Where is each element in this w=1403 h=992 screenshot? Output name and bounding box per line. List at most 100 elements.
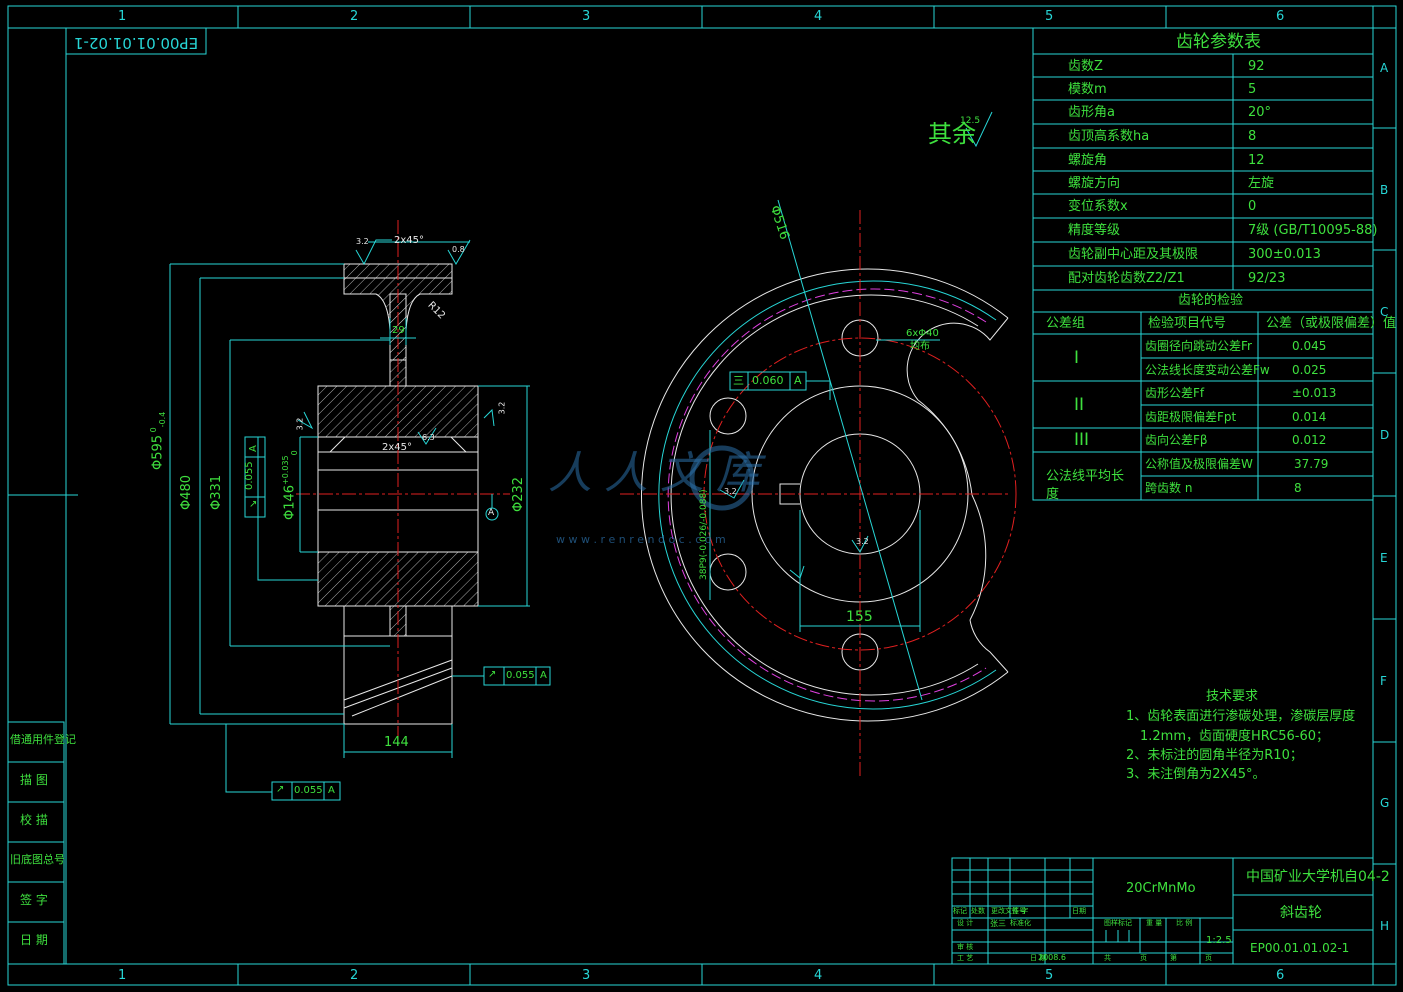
title-part-name: 斜齿轮 (1280, 905, 1322, 921)
gear-param-value: 0 (1248, 199, 1257, 214)
gear-param-value: 12 (1248, 153, 1265, 168)
col-label-bottom-2: 2 (350, 968, 359, 983)
tol-frame-2-symbol: ↗ (276, 784, 285, 795)
left-strip-table (7, 721, 65, 965)
gear-param-value: 7级 (GB/T10095-88) (1248, 223, 1378, 238)
roughness-3-2-b: 3.2 (295, 417, 305, 431)
title-block-label: 签 字 (1012, 907, 1029, 915)
row-label-b: B (1380, 183, 1389, 197)
dim-d480: Φ480 (179, 474, 194, 510)
holes-spec: 6xΦ40 (906, 328, 939, 339)
title-scale: 1:2.5 (1206, 935, 1232, 946)
title-block-label: 审 核 (957, 943, 974, 951)
row-label-e: E (1380, 551, 1388, 565)
inspection-value: 37.79 (1294, 457, 1329, 471)
col-label-bottom-5: 5 (1045, 968, 1054, 983)
left-strip-2: 描 图 (20, 773, 48, 787)
roughness-0-8: 0.8 (452, 245, 465, 254)
dim-d232: Φ232 (511, 476, 526, 512)
watermark-text: 人人文库 (548, 448, 772, 499)
left-strip-3: 校 描 (20, 813, 48, 827)
inspection-value: 0.045 (1292, 339, 1327, 353)
gear-param-title: 齿轮参数表 (1176, 32, 1261, 52)
tol-frame-3-symbol: ↗ (488, 669, 497, 680)
title-block-label: 处数 (971, 907, 985, 915)
title-block-label: 标准化 (1010, 919, 1031, 927)
title-block-label: 比 例 (1176, 919, 1193, 927)
tech-req-line-4: 3、未注倒角为2X45°。 (1126, 767, 1266, 782)
roughness-note-value: 12.5 (960, 116, 981, 126)
tech-req-line-2: 1.2mm，齿面硬度HRC56-60； (1140, 729, 1330, 744)
col-label-top-6: 6 (1276, 9, 1285, 24)
inspection-item: 齿形公差Ff (1145, 386, 1205, 400)
inspection-item: 齿距极限偏差Fpt (1145, 410, 1237, 424)
gear-param-name: 齿顶高系数ha (1068, 129, 1150, 144)
title-designer: 张三 (990, 919, 1006, 928)
datum-label-a: A (488, 508, 495, 518)
inspection-title: 齿轮的检验 (1178, 293, 1244, 308)
title-block-label: 页 (1140, 954, 1147, 962)
title-block-label: 重 量 (1146, 919, 1163, 927)
inspection-item: 公法线长度变动公差Fw (1145, 363, 1270, 377)
row-label-f: F (1380, 674, 1387, 688)
gear-param-name: 螺旋方向 (1068, 176, 1121, 191)
tech-req-title: 技术要求 (1206, 689, 1259, 704)
gear-param-name: 螺旋角 (1068, 153, 1108, 168)
title-block-label: 共 (1104, 954, 1111, 962)
front-view (169, 220, 551, 801)
gear-param-table-grid (1032, 27, 1374, 501)
roughness-3-2-c: 3.2 (497, 401, 507, 415)
row-label-a: A (1380, 61, 1389, 75)
title-block-label: 工 艺 (957, 954, 974, 962)
dim-w144: 144 (384, 735, 409, 750)
gear-param-name: 变位系数x (1068, 199, 1128, 214)
gear-param-value: 92/23 (1248, 271, 1286, 286)
side-roughness-2: 3.2 (856, 537, 869, 546)
left-strip-1: 借通用件登记 (10, 733, 76, 746)
left-strip-6: 日 期 (20, 933, 48, 947)
col-label-top-2: 2 (350, 9, 359, 24)
dim-w155: 155 (846, 609, 873, 625)
sym-tol-symbol: 三 (733, 374, 744, 387)
inspection-group-name: III (1074, 430, 1090, 450)
col-label-bottom-3: 3 (582, 968, 591, 983)
inspection-value: 8 (1294, 481, 1302, 495)
inspection-value: 0.025 (1292, 363, 1327, 377)
title-block-label: 图样标记 (1104, 919, 1132, 927)
inspection-item: 跨齿数 n (1145, 481, 1193, 495)
inspection-item: 齿向公差Fβ (1145, 433, 1208, 447)
col-label-top-1: 1 (118, 9, 127, 24)
tol-frame-3-value: 0.055 (506, 670, 535, 681)
side-roughness-1: 3.2 (724, 487, 737, 496)
gear-param-name: 齿轮副中心距及其极限 (1068, 247, 1199, 262)
title-block-label: 设 计 (957, 919, 974, 927)
title-school: 中国矿业大学机自04-2 (1246, 869, 1390, 885)
tol-frame-1-datum: A (248, 445, 259, 452)
inspection-value: 0.014 (1292, 410, 1327, 424)
gear-param-name: 模数m (1068, 82, 1107, 97)
inspection-group-name: II (1074, 395, 1085, 415)
dim-chamfer-hub: 2x45° (382, 442, 413, 453)
dim-chamfer-top: 2x45° (394, 235, 425, 246)
inspection-header-value: 公差（或极限偏差）值 (1266, 316, 1397, 331)
roughness-note-label: 其余 (928, 120, 976, 148)
left-strip-4: 旧底图总号 (10, 853, 65, 866)
dim-w29: 29 (392, 325, 405, 336)
gear-param-value: 左旋 (1248, 176, 1275, 191)
col-label-bottom-1: 1 (118, 968, 127, 983)
inspection-item: 齿圈径向跳动公差Fr (1145, 339, 1252, 353)
inspection-value: ±0.013 (1292, 386, 1337, 400)
col-label-top-5: 5 (1045, 9, 1054, 24)
sym-tol-value: 0.060 (752, 374, 784, 387)
inspection-value: 0.012 (1292, 433, 1327, 447)
roughness-3-2-a: 3.2 (356, 237, 369, 246)
inspection-header-item: 检验项目代号 (1148, 316, 1227, 331)
title-block-label: 日 期 (1030, 954, 1047, 962)
tol-frame-1-symbol: ↗ (249, 499, 258, 510)
watermark-graphic (689, 445, 755, 511)
gear-param-name: 配对齿轮齿数Z2/Z1 (1068, 271, 1185, 286)
dim-d331: Φ331 (209, 474, 224, 510)
row-label-h: H (1380, 919, 1390, 933)
gear-param-value: 92 (1248, 59, 1265, 74)
